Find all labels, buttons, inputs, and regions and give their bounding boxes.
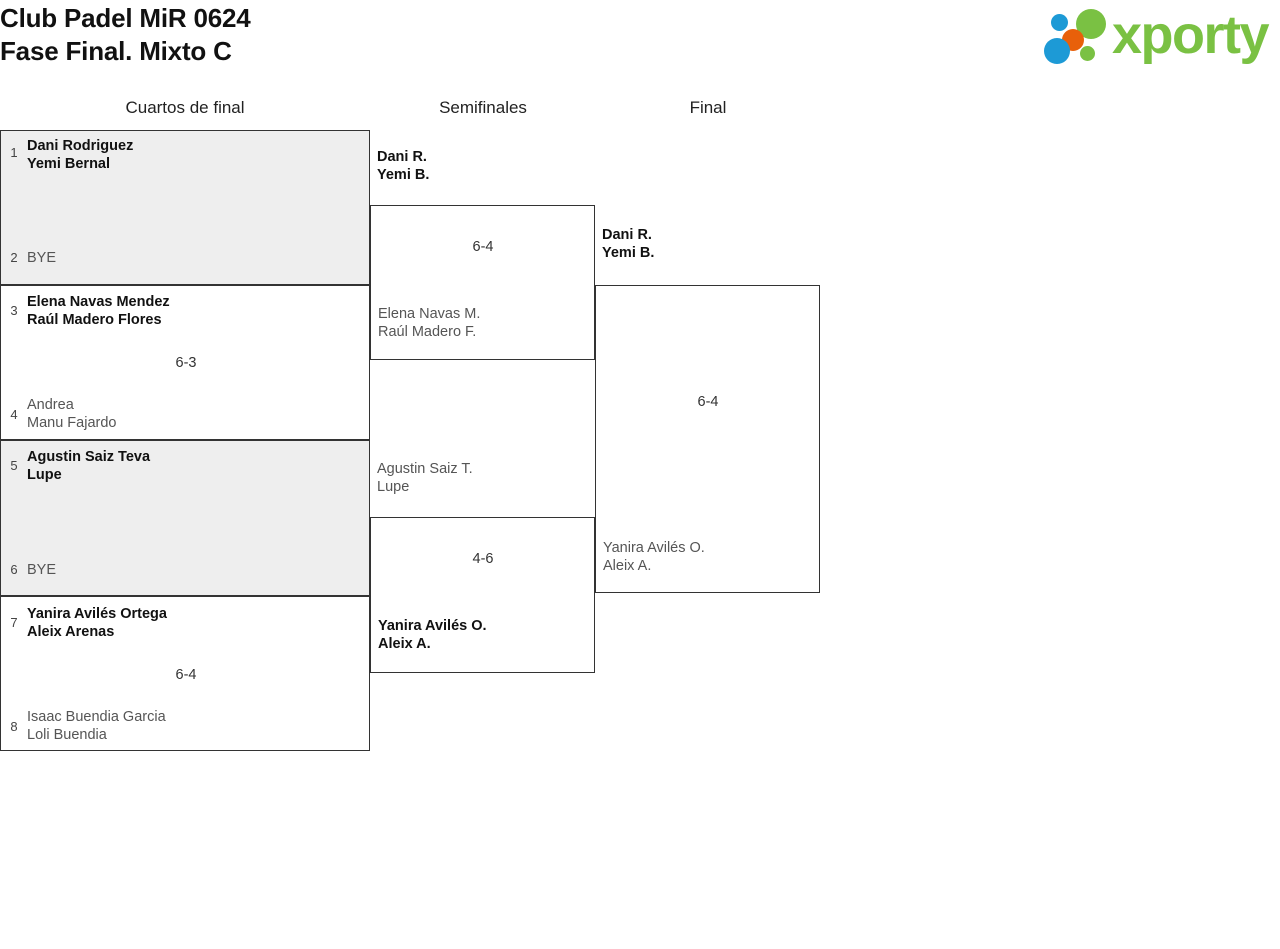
team-bottom: Andrea Manu Fajardo [27, 397, 117, 431]
team-top-r2-m2: Agustin Saiz T. Lupe [377, 461, 473, 495]
round-header-semifinals: Semifinales [439, 98, 527, 117]
match-box-r1-m1[interactable]: 1 Dani Rodriguez Yemi Bernal 2 BYE [0, 130, 370, 285]
seed-number: 5 [10, 458, 18, 473]
xporty-logo[interactable]: xporty [1044, 5, 1274, 68]
match-box-r1-m2[interactable]: 3 Elena Navas Mendez Raúl Madero Flores … [0, 285, 370, 440]
team-bottom: Elena Navas M. Raúl Madero F. [378, 306, 481, 340]
dot-green-small-icon [1080, 46, 1095, 61]
tournament-phase: Fase Final. Mixto C [0, 36, 232, 66]
seed-number: 6 [10, 562, 18, 577]
team-top: Elena Navas Mendez Raúl Madero Flores [27, 294, 170, 328]
logo-wordmark: xporty [1112, 5, 1270, 65]
team-top-r2-m1: Dani R. Yemi B. [377, 149, 430, 183]
match-score: 4-6 [472, 551, 494, 567]
tournament-name: Club Padel MiR 0624 [0, 3, 251, 33]
team-bottom: BYE [27, 562, 57, 578]
match-box-r1-m4[interactable]: 7 Yanira Avilés Ortega Aleix Arenas 8 Is… [0, 596, 370, 751]
match-score: 6-4 [175, 667, 197, 683]
match-score: 6-4 [697, 394, 719, 410]
match-score: 6-3 [175, 355, 197, 371]
team-bottom: Isaac Buendia Garcia Loli Buendia [27, 709, 166, 743]
match-score: 6-4 [472, 239, 494, 255]
team-top: Dani Rodriguez Yemi Bernal [27, 138, 134, 172]
team-top: Agustin Saiz Teva Lupe [27, 449, 151, 483]
team-top: Yanira Avilés Ortega Aleix Arenas [27, 606, 167, 640]
seed-number: 1 [10, 145, 18, 160]
page-title: Club Padel MiR 0624 Fase Final. Mixto C [0, 2, 251, 68]
round-header-quarterfinals: Cuartos de final [125, 98, 245, 117]
team-bottom: Yanira Avilés O. Aleix A. [378, 618, 487, 652]
match-box-r3-m1[interactable]: 6-4 Yanira Avilés O. Aleix A. [595, 285, 820, 593]
seed-number: 8 [10, 719, 18, 734]
seed-number: 3 [10, 303, 18, 318]
seed-number: 2 [10, 250, 18, 265]
team-bottom: Yanira Avilés O. Aleix A. [603, 540, 705, 574]
match-box-r1-m3[interactable]: 5 Agustin Saiz Teva Lupe 6 BYE [0, 440, 370, 596]
seed-number: 4 [10, 407, 18, 422]
team-bottom: BYE [27, 250, 57, 266]
match-box-r2-m2[interactable]: 4-6 Yanira Avilés O. Aleix A. [370, 517, 595, 673]
round-header-final: Final [689, 98, 727, 117]
dot-blue-small-icon [1051, 14, 1068, 31]
team-top-r3-m1: Dani R. Yemi B. [602, 227, 655, 261]
logo-dots-icon [1044, 8, 1114, 66]
dot-blue-large-icon [1044, 38, 1070, 64]
match-box-r2-m1[interactable]: 6-4 Elena Navas M. Raúl Madero F. [370, 205, 595, 360]
seed-number: 7 [10, 615, 18, 630]
